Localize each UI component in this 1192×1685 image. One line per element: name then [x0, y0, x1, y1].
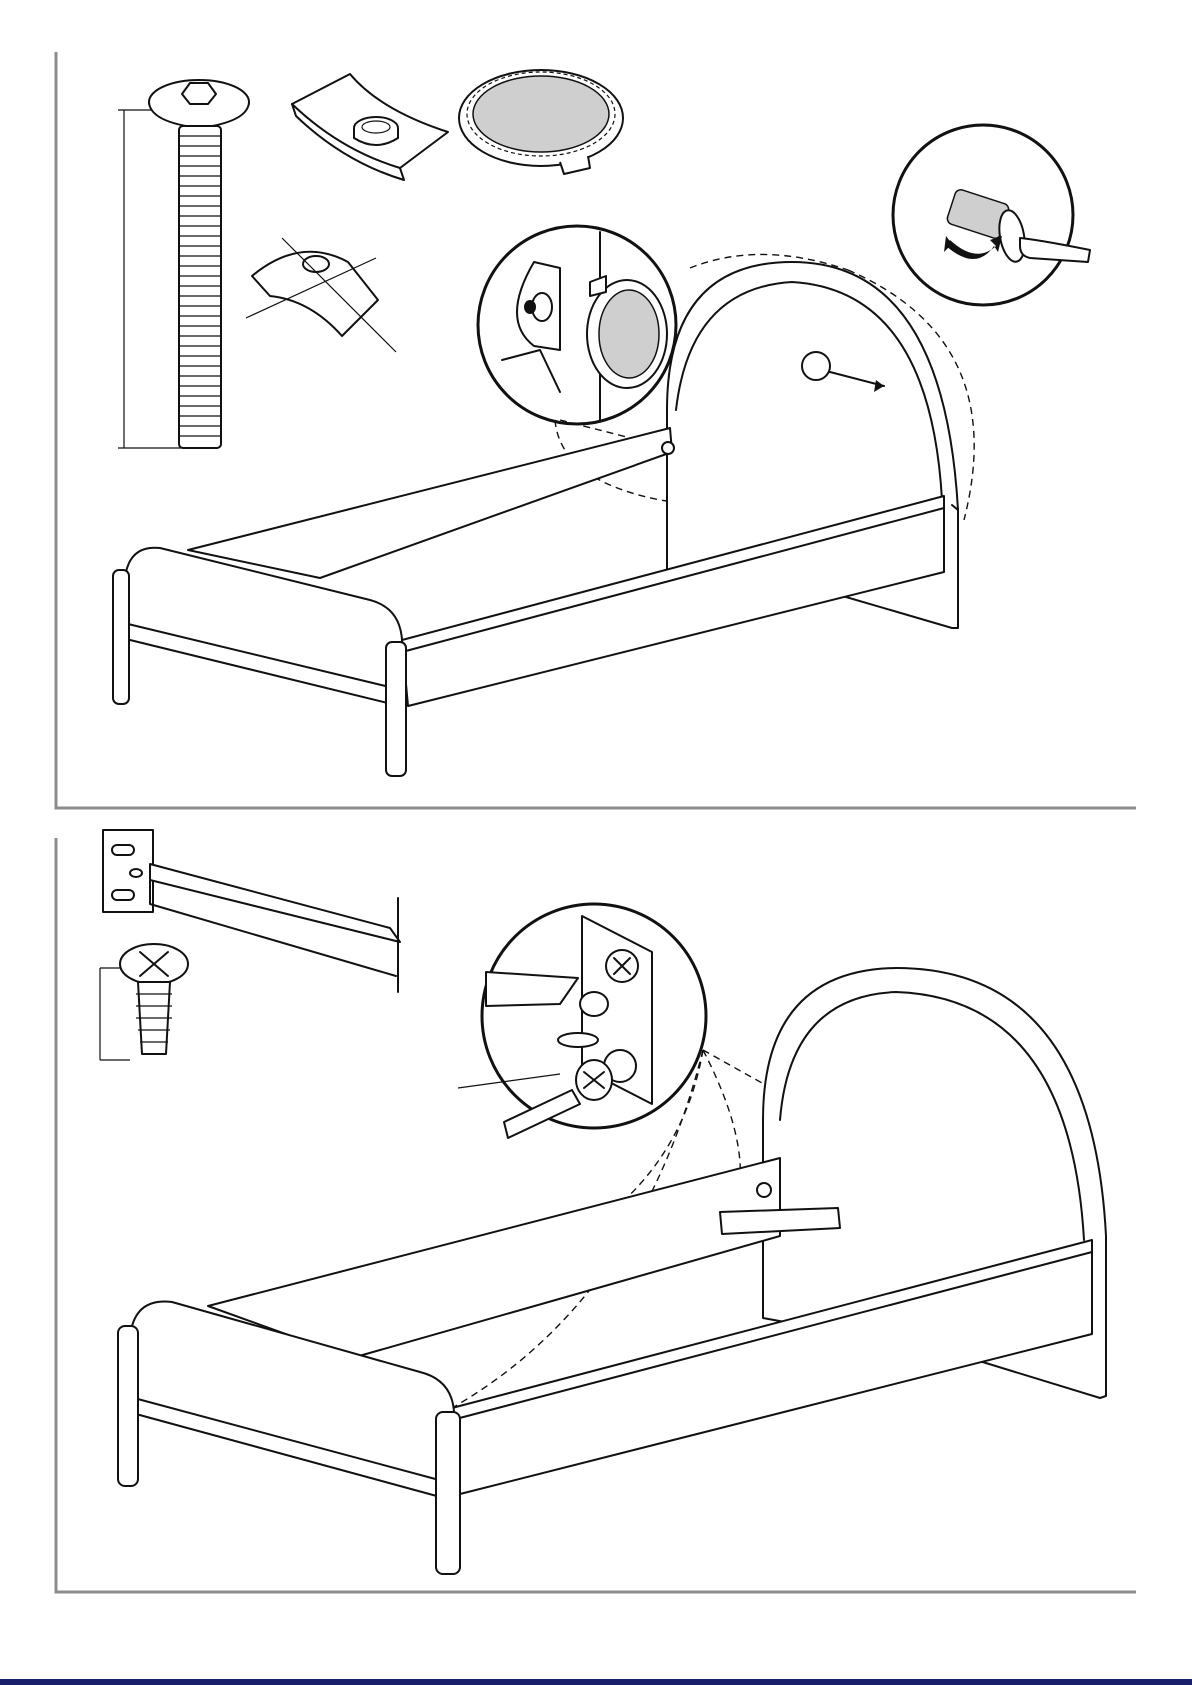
leg	[118, 1326, 138, 1486]
bolt-hole	[802, 352, 830, 380]
zoom-detail-screw-bracket	[458, 904, 706, 1138]
leg	[386, 642, 406, 776]
screw-part	[100, 944, 188, 1060]
zoom-detail-cover-cap	[478, 226, 676, 424]
page-footer-band	[0, 1679, 1192, 1685]
washer-alignment-detail	[246, 238, 396, 352]
back-side-rail	[208, 1158, 780, 1358]
cover-cap-part	[459, 70, 623, 174]
leg	[113, 570, 129, 704]
zoom-detail-tighten	[893, 125, 1090, 305]
bolt-part	[118, 80, 249, 448]
leg	[436, 1412, 460, 1574]
step-2-panel	[56, 830, 1136, 1592]
footboard	[126, 548, 402, 690]
curved-washer-part	[292, 74, 448, 180]
back-side-rail	[188, 428, 672, 578]
step-1-panel	[56, 52, 1136, 808]
